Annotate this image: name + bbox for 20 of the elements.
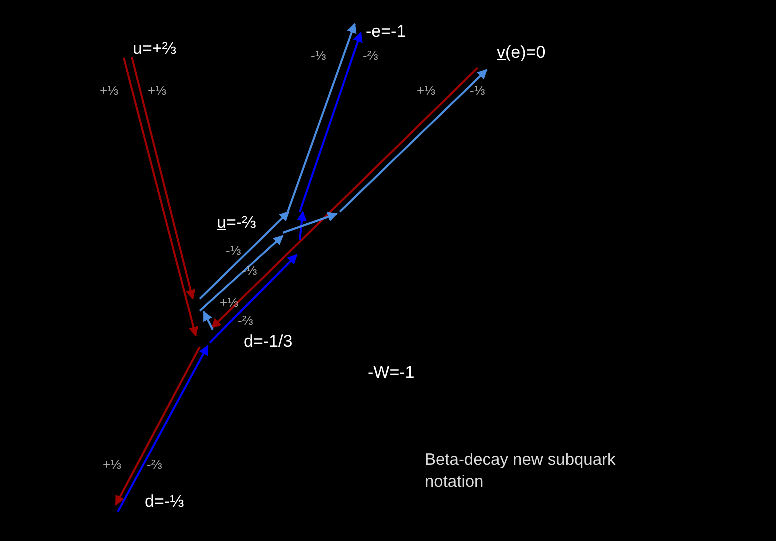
charge-label: -⅓ xyxy=(226,244,242,257)
particle-label: -e=-1 xyxy=(366,23,406,40)
charge-label: -⅔ xyxy=(363,49,378,62)
particle-label: d=-⅓ xyxy=(145,493,184,510)
charge-label: +⅓ xyxy=(417,84,436,97)
charge-label: -⅔ xyxy=(238,314,254,327)
charge-label: +⅓ xyxy=(103,458,122,471)
particle-label: u=+⅔ xyxy=(133,40,176,57)
charge-label: -⅓ xyxy=(470,84,486,97)
particle-label: d=-1/3 xyxy=(244,333,293,350)
caption: Beta-decay new subquark notation xyxy=(425,450,617,493)
charge-label: -⅔ xyxy=(147,458,162,471)
charge-label: +⅓ xyxy=(100,84,118,97)
particle-label: -W=-1 xyxy=(368,364,415,381)
charge-label: +⅓ xyxy=(148,84,166,97)
charge-label: +⅓ xyxy=(220,296,238,309)
particle-label: u=-⅔ xyxy=(217,214,256,231)
charge-label: -⅓ xyxy=(242,264,258,277)
charge-label: -⅓ xyxy=(311,49,326,62)
particle-label: v(e)=0 xyxy=(497,44,546,61)
